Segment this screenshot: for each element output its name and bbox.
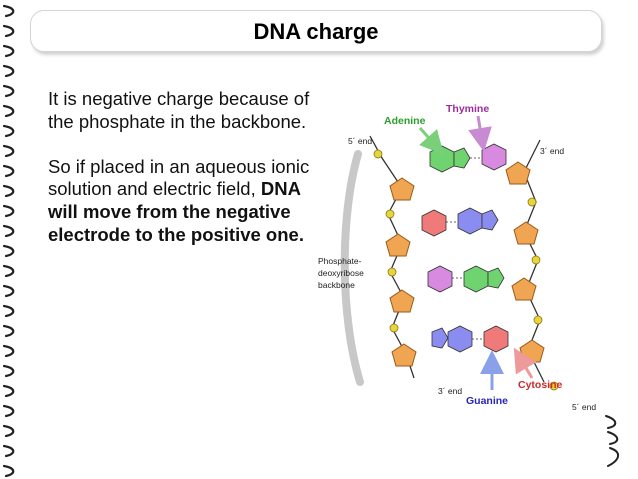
base-pair-thymine-adenine [427, 265, 505, 293]
paragraph-charge: It is negative charge because of the pho… [48, 88, 310, 132]
sugar-right-2 [513, 221, 539, 245]
phosphate-8 [549, 381, 559, 391]
slide-title: DNA charge [253, 19, 379, 44]
dna-structure-diagram: Adenine Thymine Guanine Cytosine Phospha… [318, 103, 596, 412]
paragraph-migration: So if placed in an aqueous ionic solutio… [48, 156, 310, 246]
base-pair-guanine-cytosine-1 [421, 207, 499, 237]
adenine-arrow [418, 127, 444, 155]
phosphate-5 [527, 197, 537, 207]
end-label-3-top: 3´ end [540, 146, 564, 156]
sugar-left-3 [389, 289, 415, 313]
left-backbone [369, 135, 415, 379]
end-label-5-top: 5´ end [348, 136, 372, 146]
sugar-left-2 [385, 233, 411, 257]
thymine-label: Thymine [446, 103, 489, 115]
paragraph-migration-bold: DNA will move from the negative electrod… [48, 178, 304, 245]
backbone-label-line1: Phosphate- [318, 256, 362, 266]
phosphate-3 [387, 267, 397, 277]
cytosine-arrow [513, 347, 537, 379]
base-pair-adenine-thymine [429, 143, 507, 173]
phosphate-6 [531, 255, 541, 265]
backbone-label-line2: deoxyribose [318, 268, 364, 278]
end-label-3-bottom: 3´ end [438, 386, 462, 396]
sugar-right-1 [505, 161, 531, 185]
title-bar: DNA charge [30, 10, 602, 52]
backbone-label-line3: backbone [318, 280, 355, 290]
base-pair-guanine-cytosine-2 [431, 325, 509, 353]
body-text: It is negative charge because of the pho… [48, 88, 310, 246]
paragraph-migration-intro: So if placed in an aqueous ionic solutio… [48, 155, 310, 200]
sugar-left-4 [391, 343, 417, 367]
sugar-right-4 [519, 339, 545, 363]
thymine-arrow [468, 115, 492, 152]
guanine-label: Guanine [466, 395, 508, 407]
end-label-5-bottom: 5´ end [572, 402, 596, 412]
adenine-label: Adenine [384, 115, 426, 127]
phosphate-1 [373, 149, 383, 159]
phosphate-4 [389, 323, 399, 333]
sugar-right-3 [511, 277, 537, 301]
cytosine-label: Cytosine [518, 379, 563, 391]
phosphate-7 [533, 315, 543, 325]
spiral-binding [2, 4, 15, 478]
sugar-left-1 [389, 177, 415, 201]
backbone-bracket [340, 150, 364, 386]
corner-flourish-icon [605, 415, 619, 467]
phosphate-2 [385, 209, 395, 219]
